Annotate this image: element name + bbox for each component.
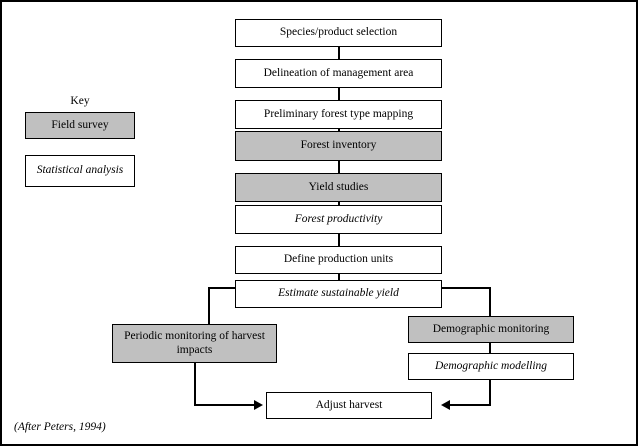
key-title: Key: [70, 95, 90, 107]
node-define-production-units: Define production units: [235, 246, 442, 274]
branch-left-vertical-down: [208, 287, 210, 325]
node-periodic-monitoring-of-harvest-impacts: Periodic monitoring of harvest impacts: [112, 324, 277, 363]
node-species-product-selection: Species/product selection: [235, 19, 442, 47]
node-delineation-of-management-area-label: Delineation of management area: [263, 66, 414, 79]
arrow-left-into-adjust-harvest: [254, 400, 263, 410]
branch-right-vertical-down: [489, 287, 491, 317]
branch-right-down-to-adjust: [489, 380, 491, 405]
key-item-statistical-analysis: Statistical analysis: [25, 155, 135, 187]
branch-right-into-adjust: [450, 404, 491, 406]
node-estimate-sustainable-yield: Estimate sustainable yield: [235, 280, 442, 308]
branch-right-horizontal: [442, 287, 491, 289]
connector-1-2: [338, 47, 340, 59]
branch-left-into-adjust: [194, 404, 256, 406]
arrow-right-into-adjust-harvest: [441, 400, 450, 410]
node-demographic-monitoring: Demographic monitoring: [408, 316, 574, 343]
node-periodic-monitoring-of-harvest-impacts-label: Periodic monitoring of harvest impacts: [124, 330, 265, 356]
key-item-field-survey: Field survey: [25, 112, 135, 139]
connector-6-7: [338, 234, 340, 246]
node-demographic-modelling-label: Demographic modelling: [434, 359, 548, 372]
node-forest-inventory: Forest inventory: [235, 131, 442, 161]
node-demographic-monitoring-label: Demographic monitoring: [432, 322, 550, 335]
connector-demographic-monitoring-modelling: [489, 343, 491, 354]
node-delineation-of-management-area: Delineation of management area: [235, 59, 442, 88]
node-adjust-harvest: Adjust harvest: [266, 392, 432, 419]
node-yield-studies-label: Yield studies: [308, 180, 369, 193]
figure-caption: (After Peters, 1994): [14, 421, 106, 433]
branch-left-down-to-adjust: [194, 363, 196, 405]
node-preliminary-forest-type-mapping: Preliminary forest type mapping: [235, 100, 442, 129]
node-forest-productivity-label: Forest productivity: [294, 212, 383, 225]
node-adjust-harvest-label: Adjust harvest: [315, 398, 383, 411]
node-demographic-modelling: Demographic modelling: [408, 353, 574, 380]
node-yield-studies: Yield studies: [235, 173, 442, 202]
node-forest-productivity: Forest productivity: [235, 205, 442, 234]
key-item-statistical-analysis-label: Statistical analysis: [36, 164, 124, 177]
node-estimate-sustainable-yield-label: Estimate sustainable yield: [278, 287, 399, 300]
node-define-production-units-label: Define production units: [283, 253, 394, 266]
key-item-field-survey-label: Field survey: [51, 118, 109, 131]
connector-2-3: [338, 88, 340, 100]
node-species-product-selection-label: Species/product selection: [279, 26, 398, 39]
node-forest-inventory-label: Forest inventory: [300, 139, 377, 152]
node-preliminary-forest-type-mapping-label: Preliminary forest type mapping: [263, 107, 414, 120]
connector-4-5: [338, 161, 340, 173]
branch-left-horizontal: [208, 287, 236, 289]
